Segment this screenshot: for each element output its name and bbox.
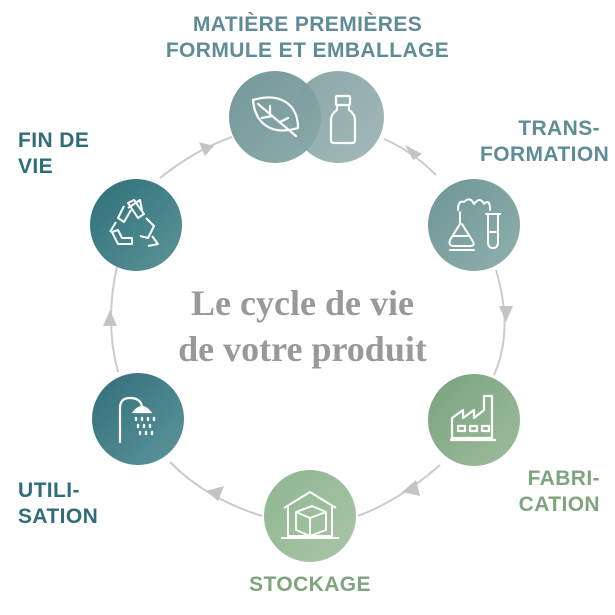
shower-icon [118,396,156,444]
stage-stockage [264,470,356,562]
label-fin-de-vie-line-1: FIN DE [18,129,90,152]
stage-matieres-premieres [229,71,384,163]
label-fabrication: FABRI- CATION [500,466,600,518]
stage-fin-de-vie [90,179,182,271]
stage-fabrication [428,374,520,466]
label-fabrication-line-2: CATION [518,493,600,516]
stage-utilisation-circle [92,373,184,465]
label-transformation-line-1: TRANS- [518,117,600,140]
arrow-to-fin-de-vie [103,310,117,326]
label-utilisation-line-2: SATION [18,505,99,528]
label-fin-de-vie: FIN DE VIE [18,128,118,180]
stage-stockage-circle [264,470,356,562]
arrow-to-utilisation [206,486,224,501]
stage-utilisation [92,373,184,465]
stage-transformation [428,179,520,271]
label-stockage-line-1: STOCKAGE [249,573,371,596]
ring-segment-fabrication-stockage [357,464,441,517]
label-matieres-premieres: MATIÈRE PREMIÈRES FORMULE ET EMBALLAGE [150,12,465,64]
stage-transformation-circle [428,179,520,271]
label-utilisation: UTILI- SATION [18,478,138,530]
label-matieres-line-2: FORMULE ET EMBALLAGE [165,39,450,62]
leaf-icon [251,96,300,138]
label-utilisation-line-1: UTILI- [18,479,80,502]
lab-flask-icon [448,198,501,251]
stage-fin-de-vie-circle [90,179,182,271]
ring-segment-matieres-transformation [383,138,437,176]
center-title: Le cycle de vie de votre produit [130,280,475,372]
label-stockage: STOCKAGE [220,572,400,598]
recycle-icon [109,199,159,247]
stage-matieres-bottle-circle [292,71,384,163]
stage-fabrication-circle [428,374,520,466]
label-fin-de-vie-line-2: VIE [18,155,54,178]
cycle-arrows [103,142,513,501]
arrow-to-matieres [199,142,214,156]
label-matieres-line-1: MATIÈRE PREMIÈRES [192,13,423,36]
arrow-to-stockage [402,480,420,496]
center-title-line-1: Le cycle de vie [191,283,414,323]
bottle-icon [329,94,357,145]
ring-segment-transformation-fabrication [493,269,506,376]
center-title-line-2: de votre produit [178,329,427,369]
label-fabrication-line-1: FABRI- [527,467,600,490]
warehouse-box-icon [281,491,339,539]
factory-icon [450,394,496,442]
arrow-to-transformation [405,145,422,160]
ring-segment-fin-matieres [159,136,233,179]
label-transformation: TRANS- FORMATION [480,116,610,168]
arrow-to-fabrication [499,306,513,322]
label-transformation-line-2: FORMATION [480,143,610,166]
